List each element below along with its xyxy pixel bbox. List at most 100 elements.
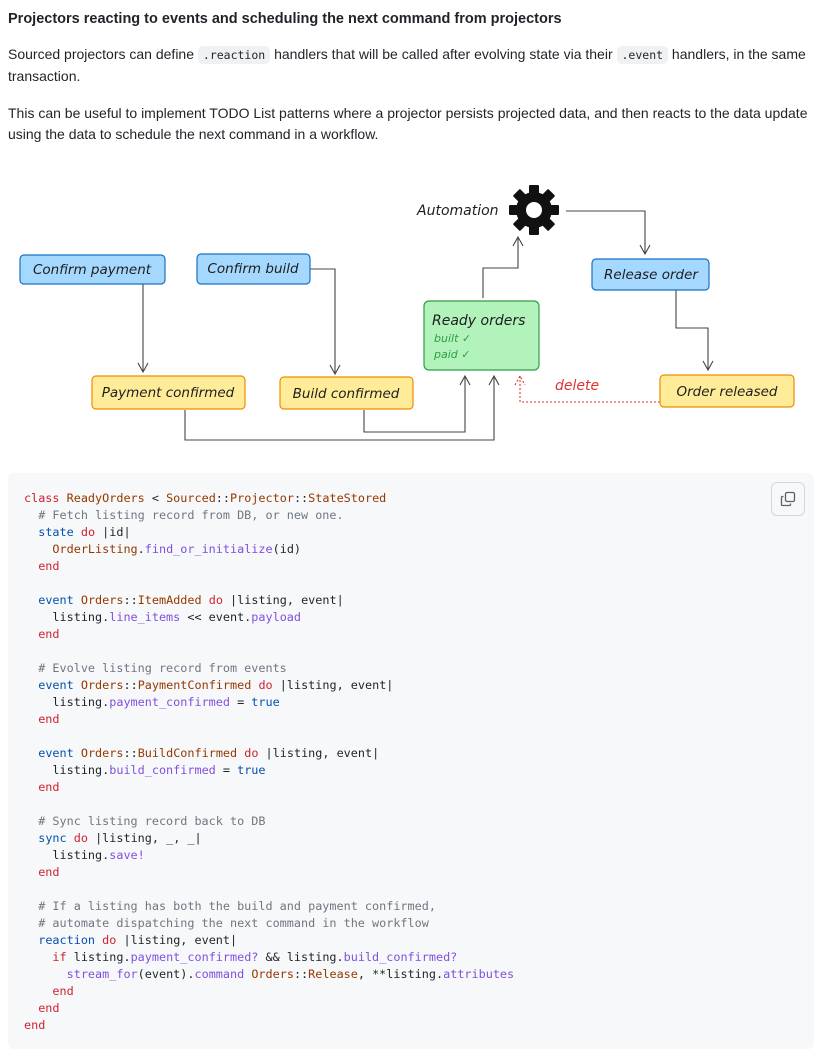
code-line: # Sync listing record back to DB — [24, 813, 514, 830]
code-token: = — [229, 695, 252, 709]
code-token: event — [38, 593, 74, 607]
code-token — [74, 525, 81, 539]
code-token: , **listing. — [357, 967, 444, 981]
event-inline-code: .event — [616, 46, 669, 64]
code-token: ItemAdded — [137, 593, 202, 607]
code-token: && listing. — [258, 950, 344, 964]
code-token: end — [24, 780, 60, 794]
code-token: true — [237, 763, 266, 777]
code-token: ReadyOrders — [66, 491, 145, 505]
code-token: do — [102, 933, 117, 947]
code-token — [67, 831, 74, 845]
built-label: built ✓ — [434, 332, 471, 345]
arrow-ready-to-automation — [482, 235, 524, 298]
code-line: end — [24, 558, 514, 575]
code-token: if — [52, 950, 67, 964]
code-token: # Evolve listing record from events — [24, 661, 287, 675]
ready-orders-box: Ready orders built ✓ paid ✓ — [423, 300, 540, 371]
code-token: end — [24, 865, 60, 879]
code-token: |listing, event| — [116, 933, 238, 947]
copy-button[interactable] — [771, 482, 805, 516]
confirm-payment-box: Confirm payment — [19, 254, 166, 285]
payment-confirmed-box: Payment confirmed — [91, 375, 246, 410]
code-token: Orders — [80, 678, 124, 692]
code-token — [74, 593, 81, 607]
arrow-confirm-build — [310, 268, 341, 376]
code-line: state do |id| — [24, 524, 514, 541]
code-line: OrderListing.find_or_initialize(id) — [24, 541, 514, 558]
code-token: . — [137, 542, 145, 556]
copy-icon — [780, 491, 796, 507]
code-token: Orders — [80, 593, 124, 607]
code-token — [24, 593, 38, 607]
code-line: # If a listing has both the build and pa… — [24, 898, 514, 915]
code-token: attributes — [443, 967, 515, 981]
code-line: stream_for(event).command Orders::Releas… — [24, 966, 515, 983]
code-token — [202, 593, 209, 607]
reaction-inline-code: .reaction — [197, 46, 271, 64]
code-token: # If a listing has both the build and pa… — [24, 899, 436, 913]
code-line: # automate dispatching the next command … — [24, 915, 514, 932]
code-line: listing.build_confirmed = true — [24, 762, 514, 779]
code-token — [24, 950, 52, 964]
code-line: event Orders::ItemAdded do |listing, eve… — [24, 592, 514, 609]
code-token: build_confirmed — [109, 763, 216, 777]
intro-text-3: handlers, in the same transaction. — [8, 46, 806, 84]
code-token: end — [24, 712, 60, 726]
code-token: line_items — [109, 610, 181, 624]
code-token — [24, 831, 38, 845]
code-line: end — [24, 711, 514, 728]
code-token: PaymentConfirmed — [137, 678, 252, 692]
code-token: event — [38, 678, 74, 692]
confirm-build-box: Confirm build — [196, 253, 311, 285]
code-line — [24, 728, 514, 745]
intro-text-1: Sourced projectors can define — [8, 46, 198, 62]
confirm-payment-label: Confirm payment — [33, 262, 152, 278]
code-token: # Sync listing record back to DB — [24, 814, 266, 828]
code-token: :: — [215, 491, 231, 505]
code-token: # Fetch listing record from DB, or new o… — [24, 508, 344, 522]
code-token: Sourced — [166, 491, 216, 505]
code-token: true — [251, 695, 280, 709]
code-token: payment_confirmed? — [130, 950, 259, 964]
code-token: stream_for — [66, 967, 138, 981]
code-token: :: — [123, 593, 138, 607]
automation-label: Automation — [416, 203, 499, 219]
code-line: listing.payment_confirmed = true — [24, 694, 514, 711]
confirm-build-label: Confirm build — [207, 261, 299, 277]
code-token: do — [244, 746, 259, 760]
code-token: :: — [123, 746, 138, 760]
code-token: |listing, event| — [272, 678, 394, 692]
code-token — [24, 525, 38, 539]
arrow-payment-to-ready — [184, 374, 500, 441]
code-token — [24, 678, 38, 692]
code-token: build_confirmed? — [343, 950, 458, 964]
code-token: end — [24, 1001, 60, 1015]
arrow-delete — [514, 374, 660, 403]
code-token: payload — [251, 610, 302, 624]
code-token: end — [24, 559, 60, 573]
code-line: sync do |listing, _, _| — [24, 830, 514, 847]
order-released-box: Order released — [659, 374, 795, 408]
code-token — [74, 678, 81, 692]
code-token: do — [73, 831, 88, 845]
code-token: :: — [293, 491, 309, 505]
code-token: sync — [38, 831, 67, 845]
code-token: |listing, _, _| — [87, 831, 202, 845]
code-line — [24, 575, 514, 592]
code-token: # automate dispatching the next command … — [24, 916, 429, 930]
code-line: end — [24, 1000, 514, 1017]
code-token: (event). — [137, 967, 195, 981]
code-token: end — [24, 1018, 46, 1032]
code-token: do — [208, 593, 223, 607]
code-token: state — [38, 525, 74, 539]
build-confirmed-box: Build confirmed — [279, 376, 414, 410]
code-token: listing. — [24, 763, 110, 777]
code-token: Release — [308, 967, 358, 981]
code-line: listing.save! — [24, 847, 514, 864]
code-line: # Fetch listing record from DB, or new o… — [24, 507, 514, 524]
paid-label: paid ✓ — [433, 348, 470, 361]
code-token: end — [24, 627, 60, 641]
code-token: listing. — [66, 950, 131, 964]
code-token: class — [24, 491, 67, 505]
